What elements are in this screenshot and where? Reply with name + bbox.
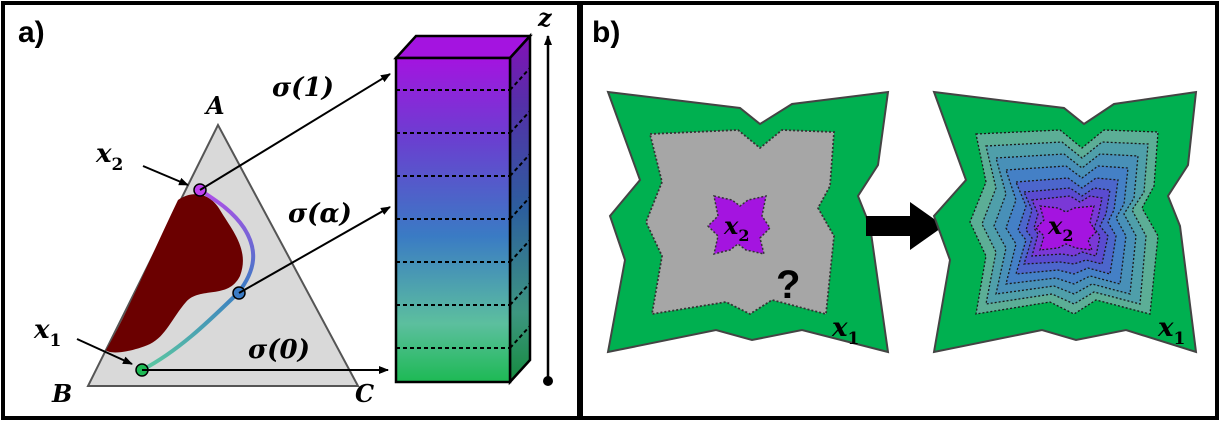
- arrow-x1-label: [76, 338, 133, 365]
- sigma-alpha-label: σ(α): [288, 199, 352, 229]
- z-axis-label: z: [537, 3, 553, 32]
- x1-label: x1: [33, 315, 61, 351]
- question-mark: ?: [776, 263, 800, 307]
- left-target-region: [706, 195, 771, 256]
- sigma-1-label: σ(1): [272, 73, 334, 103]
- right-center-label: x2: [1047, 211, 1073, 245]
- arrow-sigma-alpha: [238, 206, 391, 294]
- vertex-c-label: C: [355, 379, 374, 408]
- composition-path: [141, 188, 256, 372]
- z-axis-origin: [543, 376, 553, 386]
- vertex-b-label: B: [51, 379, 72, 408]
- vertex-a-label: A: [204, 91, 225, 120]
- panel-a-label: a): [18, 16, 45, 49]
- right-outer-label: x1: [1157, 313, 1185, 349]
- arrow-x2-label: [142, 165, 189, 186]
- sigma-0-label: σ(0): [248, 335, 310, 365]
- panel-b-label: b): [592, 16, 620, 49]
- left-center-label: x2: [723, 211, 749, 245]
- column-top-face: [393, 34, 533, 60]
- transform-arrow: [866, 202, 944, 250]
- arrow-sigma-1: [199, 73, 391, 191]
- panel-b-frame: [579, 1, 1219, 420]
- right-gradient-layers: [969, 129, 1159, 315]
- column-layer-lines: [396, 67, 531, 349]
- forbidden-region: [106, 194, 243, 353]
- x2-label: x2: [95, 139, 123, 175]
- left-outer-label: x1: [831, 313, 859, 349]
